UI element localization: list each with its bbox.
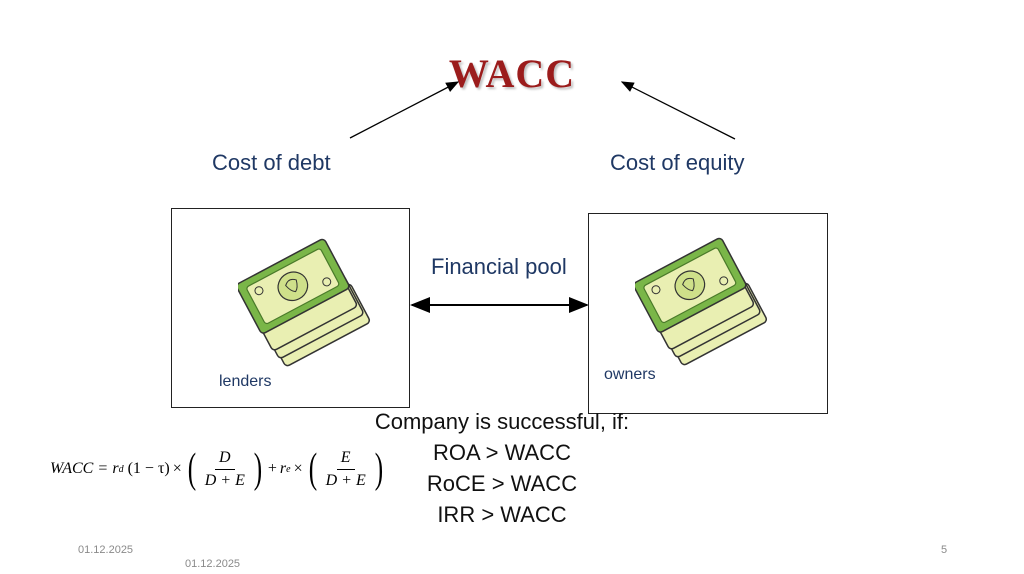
lenders-label: lenders	[219, 373, 272, 390]
formula-equity-num: E	[336, 449, 355, 470]
condition-item: RoCE > WACC	[426, 471, 578, 496]
formula-tax-term: (1 − τ)	[127, 460, 170, 477]
page-number: 5	[941, 544, 948, 556]
page-title: WACC	[448, 51, 576, 96]
condition-item: ROA > WACC	[433, 440, 571, 465]
condition-item: IRR > WACC	[437, 502, 567, 527]
cost-of-equity-label: Cost of equity	[610, 150, 745, 175]
formula-debt-den: D + E	[204, 471, 245, 489]
formula-lhs: WACC	[50, 460, 94, 477]
formula-debt-sub: d	[118, 463, 124, 475]
formula-debt-rate: r	[112, 460, 119, 477]
conditions-heading: Company is successful, if:	[374, 409, 630, 434]
money-stack-icon	[635, 226, 775, 376]
money-stack-icon	[238, 227, 378, 377]
lenders-box: lenders	[171, 208, 410, 408]
footer-date-bottom: 01.12.2025	[185, 558, 241, 570]
formula-equity-den: D + E	[325, 471, 366, 489]
owners-label: owners	[604, 366, 656, 383]
success-conditions: Company is successful, if: ROA > WACC Ro…	[300, 406, 704, 530]
formula-equity-rate: r	[279, 460, 287, 477]
financial-pool-label: Financial pool	[431, 254, 567, 279]
arrow-debt-to-wacc	[349, 81, 460, 139]
cost-of-debt-label: Cost of debt	[212, 150, 331, 175]
owners-box: owners	[588, 213, 828, 414]
formula-equity-sub: e	[286, 463, 291, 475]
arrow-equity-to-wacc	[620, 81, 736, 140]
formula-debt-num: D	[215, 449, 235, 470]
footer-date-left: 01.12.2025	[78, 544, 134, 556]
